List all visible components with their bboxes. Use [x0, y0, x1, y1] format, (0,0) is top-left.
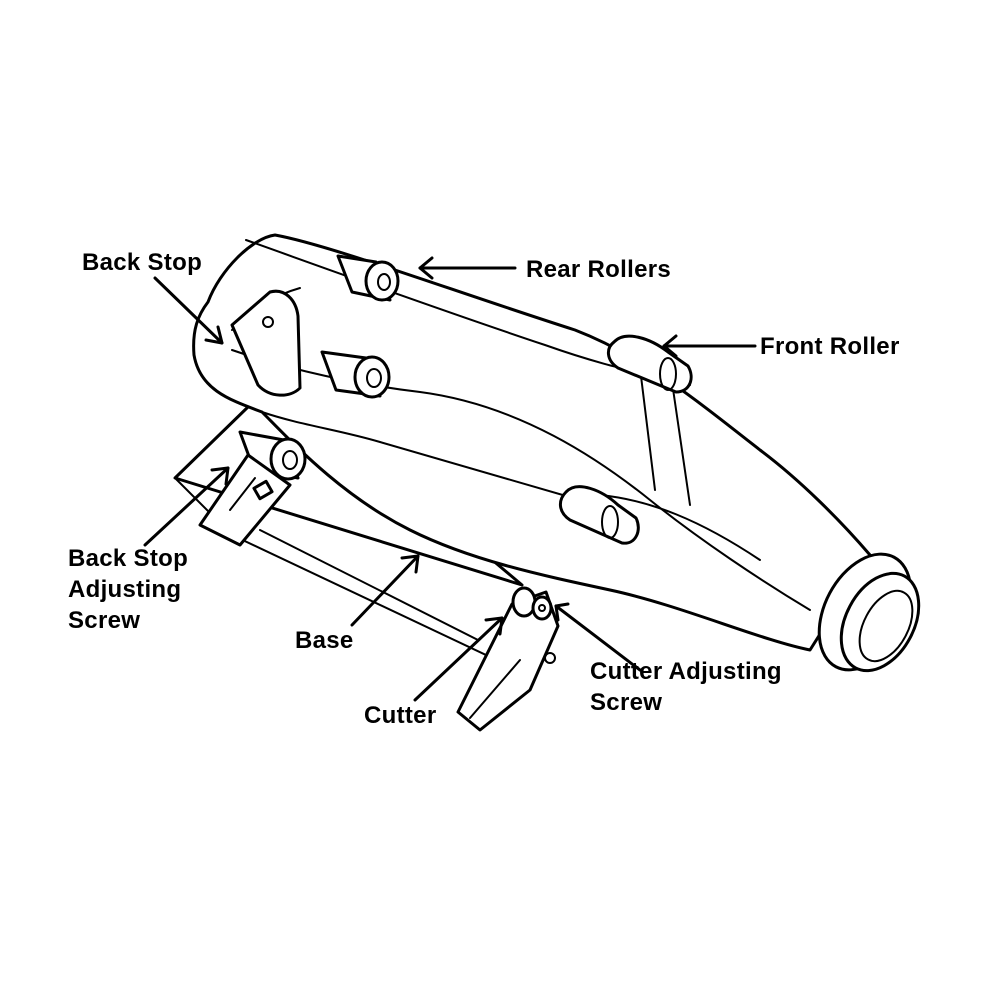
label-rear-rollers: Rear Rollers [526, 256, 671, 283]
label-base: Base [295, 627, 354, 654]
rear-roller-middle [320, 350, 391, 399]
front-roller-upper [607, 334, 693, 394]
back-stop-adjusting-screw [198, 453, 292, 547]
label-cutter: Cutter [364, 702, 437, 729]
label-back-stop-adjusting-screw-line-2: Adjusting [68, 576, 182, 603]
label-back-stop-adjusting-screw-line-1: Back Stop [68, 545, 189, 572]
rear-roller-upper [336, 254, 400, 302]
cutter-adjusting-screw [511, 586, 553, 621]
arrow-rear-rollers [418, 256, 517, 280]
label-back-stop: Back Stop [82, 249, 203, 276]
label-back-stop-adjusting-screw: Back Stop Adjusting Screw [68, 543, 188, 636]
arrow-base [350, 554, 420, 627]
arrow-cutter [413, 616, 504, 702]
cutter-blade [456, 590, 560, 732]
arrow-cutter-adjusting-screw [554, 602, 642, 672]
label-cutter-adjusting-screw: Cutter Adjusting Screw [590, 656, 782, 718]
end-cap [817, 552, 921, 673]
arrow-back-stop-adjusting-screw [143, 466, 230, 547]
label-back-stop-adjusting-screw-line-3: Screw [68, 607, 141, 634]
front-roller-lower [559, 485, 640, 545]
back-stop [230, 289, 302, 397]
label-front-roller: Front Roller [760, 333, 900, 360]
arrow-front-roller [662, 334, 757, 358]
arrow-back-stop [153, 276, 224, 345]
label-cutter-adjusting-screw-line-1: Cutter Adjusting [590, 658, 782, 685]
label-cutter-adjusting-screw-line-2: Screw [590, 689, 663, 716]
